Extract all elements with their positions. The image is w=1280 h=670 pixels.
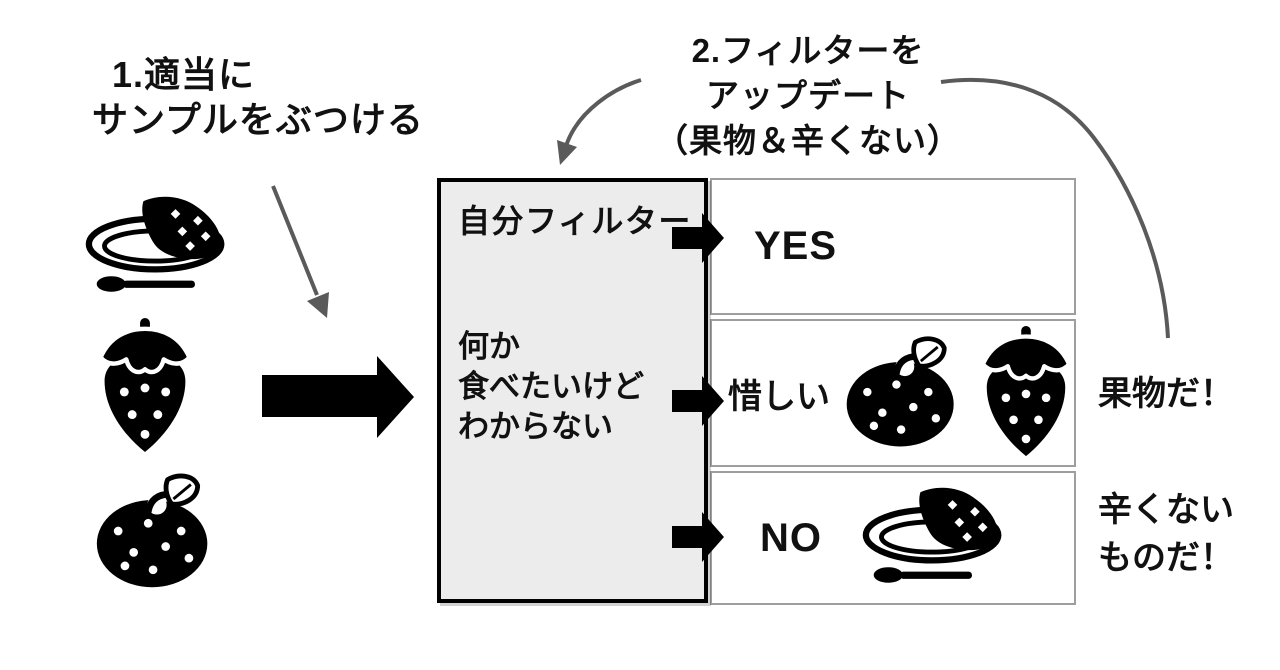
filter-box-body: 何か 食べたいけど わからない: [458, 327, 704, 447]
filter-box-body-line2: 食べたいけど: [458, 369, 644, 404]
filter-box-body-line3: わからない: [458, 409, 613, 444]
input-arrow: [262, 356, 414, 438]
curry-rice-icon: [862, 489, 1008, 587]
filter-box-title: 自分フィルター: [458, 203, 692, 239]
result-row-close: 惜しい: [710, 319, 1076, 467]
conclusion-not-spicy-line1: 辛くない: [1098, 491, 1234, 529]
annotation-step2-line2: アップデート: [706, 77, 910, 114]
annotation-step1: 1.適当に サンプルをぶつける: [92, 52, 424, 142]
annotation-step1-line1: 1.適当に: [112, 54, 256, 95]
result-label-yes: YES: [754, 224, 838, 268]
mandarin-orange-icon: [842, 334, 964, 452]
annotation-step2: 2.フィルターを アップデート （果物＆辛くない）: [608, 28, 1008, 163]
result-label-no: NO: [760, 515, 822, 560]
result-row-yes: YES: [710, 178, 1076, 315]
curry-rice-icon: [85, 198, 231, 296]
conclusion-not-spicy: 辛くない ものだ！: [1098, 486, 1234, 582]
conclusion-fruit: 果物だ！: [1098, 375, 1234, 413]
annotation-step2-line3: （果物＆辛くない）: [655, 122, 961, 159]
result-label-close: 惜しい: [728, 377, 830, 416]
result-row-no: NO: [710, 471, 1076, 605]
annotation-step1-line2: サンプルをぶつける: [92, 99, 424, 140]
conclusion-not-spicy-line2: ものだ！: [1098, 539, 1234, 577]
strawberry-icon: [978, 326, 1074, 460]
self-filter-box: 自分フィルター 何か 食べたいけど わからない: [437, 178, 708, 603]
mandarin-orange-icon: [92, 474, 218, 590]
sample-toss-arrow: [271, 185, 329, 318]
annotation-step2-line1: 2.フィルターを: [691, 32, 925, 69]
filter-box-body-line1: 何か: [458, 329, 520, 364]
strawberry-icon: [95, 318, 195, 456]
